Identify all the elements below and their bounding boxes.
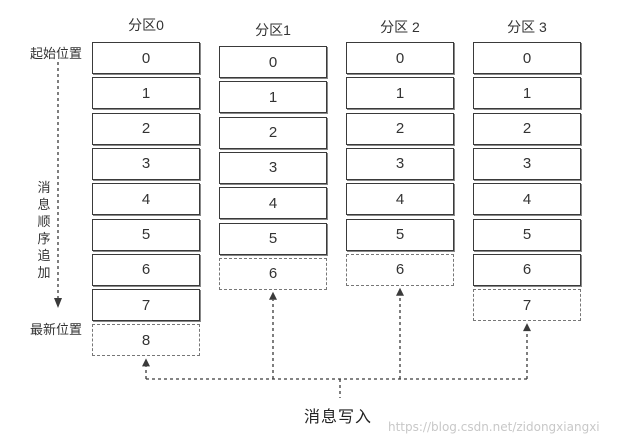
offset-cell: 3 [346,147,454,180]
write-arrow-icon [396,287,404,296]
offset-cell: 6 [473,253,581,286]
partition-title: 分区 3 [507,19,547,35]
offset-cell: 6 [92,253,200,286]
offset-cell: 4 [473,183,581,216]
latest-position-label: 最新位置 [30,322,83,337]
message-write-label: 消息写入 [304,409,373,426]
offset-cell: 1 [346,77,454,110]
offset-cell: 1 [473,77,581,110]
offset-cell: 0 [219,46,327,78]
offset-cell: 2 [219,116,327,149]
start-position-label: 起始位置 [30,46,83,61]
pending-offset-cell: 6 [219,257,327,290]
offset-cell: 5 [219,222,327,255]
offset-cell: 1 [92,77,200,110]
offset-cell: 2 [346,112,454,145]
append-direction-arrow-icon [54,298,62,308]
offset-cell: 7 [92,289,200,322]
offset-cell: 3 [473,147,581,180]
append-order-label: 消息顺序追加 [37,180,51,280]
offset-cell: 3 [92,147,200,180]
offset-cell: 5 [92,218,200,251]
pending-offset-cell: 8 [92,324,200,357]
partition-title: 分区 2 [380,19,420,35]
offset-cell: 0 [473,42,581,74]
pending-offset-cell: 7 [473,289,581,322]
offset-cell: 0 [346,42,454,74]
write-arrow-icon [142,358,150,367]
offset-cell: 5 [346,218,454,251]
pending-offset-cell: 6 [346,253,454,286]
watermark: https://blog.csdn.net/zidongxiangxi [388,420,600,434]
offset-cell: 0 [92,42,200,74]
offset-cell: 4 [219,187,327,220]
offset-cell: 1 [219,81,327,114]
offset-cell: 2 [473,112,581,145]
offset-cell: 2 [92,112,200,145]
write-arrow-icon [269,291,277,300]
offset-cell: 5 [473,218,581,251]
partition-title: 分区0 [128,17,164,33]
offset-cell: 4 [346,183,454,216]
offset-cell: 3 [219,151,327,184]
partition-title: 分区1 [255,22,291,38]
offset-cell: 4 [92,183,200,216]
write-arrow-icon [523,323,531,332]
